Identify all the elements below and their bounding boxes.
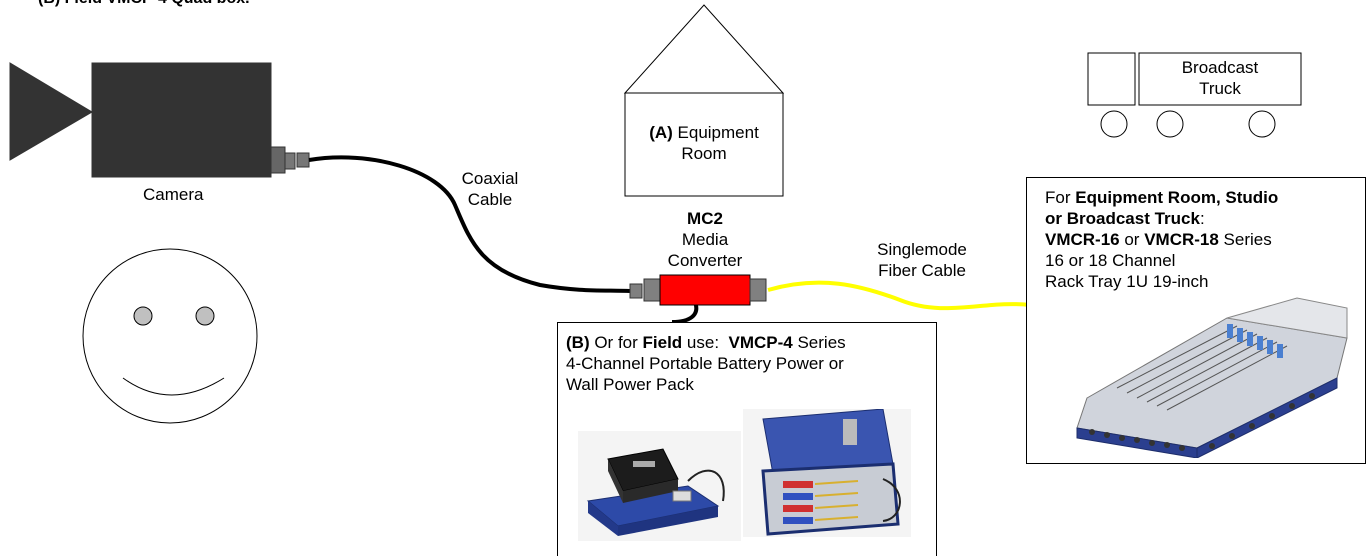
rt-l5: Rack Tray 1U 19-inch	[1045, 272, 1209, 291]
fiber-label-line2: Fiber Cable	[878, 261, 966, 280]
field-box: (B) Or for Field use: VMCP-4 Series 4-Ch…	[557, 322, 937, 556]
truck-trailer	[1138, 52, 1302, 106]
fb-l1b: Or for	[589, 333, 643, 352]
converter-connector-left	[643, 278, 661, 302]
top-caption: (B) Field VMCP-4 Quad box.	[38, 0, 250, 9]
rt-l3c: VMCR-18	[1144, 230, 1219, 249]
coax-label-line2: Cable	[467, 190, 513, 209]
rt-l1b: Equipment Room, Studio	[1075, 188, 1279, 207]
coaxial-cable	[308, 155, 631, 293]
singlemode-fiber-cable	[767, 280, 1031, 311]
room-line1: Equipment	[677, 123, 759, 142]
fb-l1f: Series	[792, 333, 846, 352]
room-line2: Room	[681, 144, 727, 163]
equipment-room-house	[624, 92, 784, 197]
room-prefix: (A)	[649, 123, 673, 142]
smiley-left-eye	[133, 306, 153, 326]
truck-cab	[1087, 52, 1136, 106]
camera-connector-2	[284, 152, 296, 170]
camera-body	[91, 62, 272, 178]
smiley-right-eye	[195, 306, 215, 326]
fb-l1a: (B)	[566, 333, 590, 352]
mc2-label: MC2 Media Converter	[655, 208, 755, 271]
coax-label-line1: Coaxial	[461, 169, 519, 188]
mc2-line3: Converter	[667, 251, 743, 270]
rack-tray-photo	[1076, 297, 1348, 458]
field-box-description: (B) Or for Field use: VMCP-4 Series 4-Ch…	[566, 332, 932, 395]
mc2-line2: Media	[681, 230, 729, 249]
smiley-face	[82, 248, 258, 424]
equipment-room-roof	[623, 4, 785, 94]
fb-l1c: Field	[642, 333, 683, 352]
truck-wheel-2	[1156, 110, 1184, 138]
truck-wheel-3	[1248, 110, 1276, 138]
equipment-room-label: (A) Equipment Room	[625, 122, 783, 164]
rt-l3a: VMCR-16	[1045, 230, 1120, 249]
camera-connector-3	[296, 152, 310, 168]
fb-l1d: use:	[682, 333, 729, 352]
rt-l1a: For	[1045, 188, 1076, 207]
rack-tray-box: For Equipment Room, Studio or Broadcast …	[1026, 177, 1366, 464]
mc2-title: MC2	[687, 209, 723, 228]
camera-label: Camera	[143, 185, 204, 204]
fb-l2: 4-Channel Portable Battery Power or	[566, 354, 844, 373]
fiber-label-line1: Singlemode	[877, 240, 967, 259]
fb-l3: Wall Power Pack	[566, 375, 694, 394]
camera-connector-1	[270, 146, 286, 174]
rt-l2b: or Broadcast Truck	[1045, 209, 1200, 228]
rack-tray-description: For Equipment Room, Studio or Broadcast …	[1045, 187, 1359, 292]
rt-l3b: or	[1119, 230, 1145, 249]
truck-label-line1: Broadcast	[1181, 58, 1259, 77]
converter-connector-left-outer	[629, 283, 643, 299]
battery-pack-photo	[578, 431, 741, 541]
rt-l2c: :	[1199, 209, 1205, 228]
rt-l4: 16 or 18 Channel	[1045, 251, 1176, 270]
truck-wheel-1	[1100, 110, 1128, 138]
media-converter	[659, 274, 751, 306]
smiley-mouth	[122, 377, 225, 396]
fiber-label: Singlemode Fiber Cable	[867, 239, 977, 281]
camera-lens	[9, 62, 93, 161]
fb-l1e: VMCP-4	[728, 333, 793, 352]
truck-label-line2: Truck	[1199, 79, 1241, 98]
coax-label: Coaxial Cable	[450, 168, 530, 210]
converter-connector-right	[749, 278, 767, 302]
rt-l3d: Series	[1218, 230, 1272, 249]
truck-label: Broadcast Truck	[1139, 57, 1301, 99]
quad-box-photo	[743, 409, 911, 537]
